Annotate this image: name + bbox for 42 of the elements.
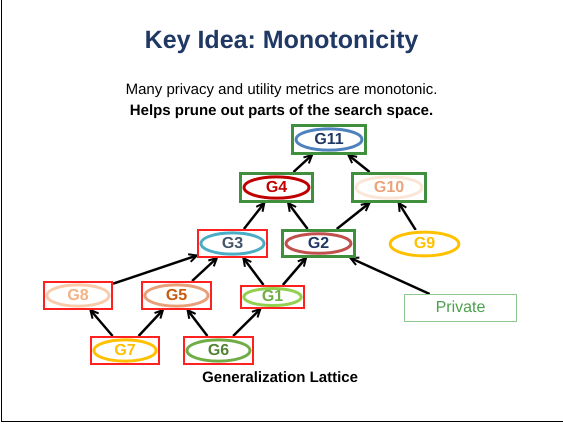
arrow	[112, 253, 198, 285]
arrow	[287, 202, 309, 230]
node-label: G5	[166, 286, 188, 306]
node-label: G10	[374, 178, 404, 198]
arrow	[138, 309, 164, 337]
node-label: G11	[314, 130, 344, 150]
arrow	[242, 202, 266, 230]
arrow	[349, 256, 430, 296]
subtitle-text: Helps prune out parts of the search space.	[128, 101, 434, 121]
caption: Generalization Lattice	[201, 368, 359, 388]
lattice-node	[90, 336, 160, 365]
node-label: G6	[208, 340, 230, 360]
node-label: G2	[308, 234, 330, 254]
lattice-node	[291, 124, 367, 155]
lattice-node	[183, 336, 254, 365]
lattice-node	[351, 172, 427, 203]
lattice-node	[141, 281, 212, 310]
node-label: Private	[436, 298, 486, 318]
arrow	[347, 154, 370, 173]
arrow	[232, 308, 262, 337]
node-label: G3	[222, 234, 244, 254]
node-label: G1	[262, 287, 284, 307]
arrow	[191, 257, 218, 282]
subtitle-text: Many privacy and utility metrics are monotonic.	[124, 80, 438, 100]
lattice-node	[281, 229, 356, 258]
arrow	[186, 309, 208, 337]
title: Key Idea: Monotonicity	[144, 25, 420, 56]
node-label: G9	[414, 234, 436, 254]
arrow	[89, 309, 114, 337]
node-label: G7	[114, 340, 136, 360]
arrow	[242, 257, 265, 286]
lattice-node	[197, 229, 268, 258]
arrow	[336, 202, 370, 230]
arrow	[282, 257, 308, 286]
lattice-node	[240, 285, 305, 309]
lattice-node	[239, 172, 314, 203]
arrow	[398, 202, 417, 231]
label-box	[404, 294, 517, 322]
node-label: G8	[67, 286, 89, 306]
arrow	[292, 154, 314, 173]
node-label: G4	[266, 178, 288, 198]
lattice-node	[43, 281, 113, 310]
